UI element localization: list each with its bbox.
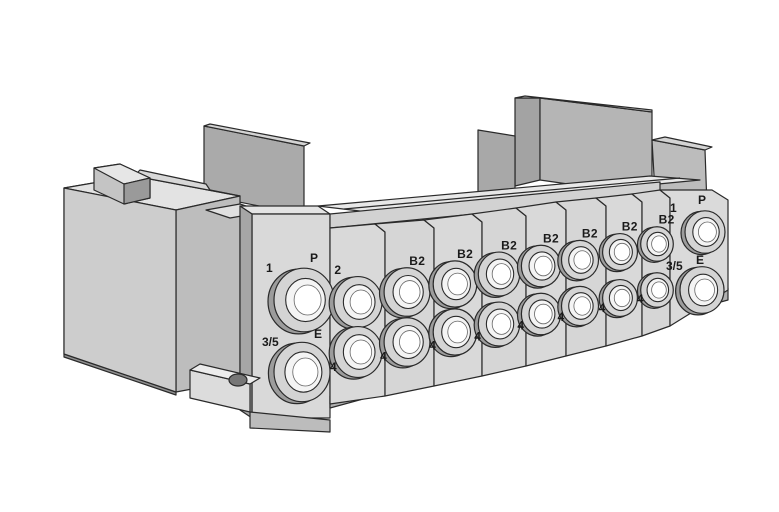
station-port-2-label: 2	[668, 213, 675, 227]
station-a-port-fitting	[516, 292, 562, 337]
station-port-4-label: 4	[599, 301, 606, 315]
station-b-letter: B	[457, 247, 466, 261]
station-b-letter: B	[543, 231, 552, 245]
right-supply-letter: P	[698, 193, 706, 207]
right-exhaust-fitting	[674, 266, 725, 316]
left-supply-letter: P	[310, 251, 318, 265]
station-a-port-fitting	[473, 301, 521, 348]
station-b-port-fitting	[598, 232, 638, 273]
station-port-4-label: 4	[330, 360, 337, 374]
left-supply-port-number: 1	[266, 261, 273, 275]
station-a-port-fitting	[428, 308, 478, 358]
right-supply-fitting	[680, 210, 726, 256]
station-a-port-fitting	[557, 285, 600, 328]
right-exhaust-port-number: 3/5	[666, 259, 683, 273]
station-port-4-label: 4	[637, 292, 644, 306]
station-port-2-label: 2	[510, 238, 517, 252]
station-port-4-label: 4	[558, 310, 565, 324]
station-port-4-label: 4	[517, 319, 524, 333]
left-exhaust-port-number: 3/5	[262, 335, 279, 349]
station-port-2-label: 2	[418, 254, 425, 268]
station-b-port-fitting	[328, 275, 383, 330]
station-b-letter: B	[622, 220, 631, 234]
station-top-rails	[317, 175, 701, 229]
station-port-2-label: 2	[466, 247, 473, 261]
station-port-2-label: 2	[552, 231, 559, 245]
station-port-2-label: 2	[334, 263, 341, 277]
station-port-4-label: 4	[429, 338, 436, 352]
station-b-port-fitting	[473, 251, 521, 298]
station-b-port-fitting	[557, 239, 600, 282]
station-b-letter: B	[582, 227, 591, 241]
station-b-letter: B	[409, 254, 418, 268]
station-port-4-label: 4	[474, 330, 481, 344]
station-a-port-fitting	[328, 325, 383, 380]
fitting-group	[267, 210, 726, 405]
station-b-letter: B	[659, 213, 668, 227]
station-b-port-fitting	[516, 244, 562, 289]
station-b-letter: B	[501, 238, 510, 252]
left-end-plate	[63, 163, 265, 396]
left-rear-wall	[203, 123, 311, 216]
station-b-port-fitting	[378, 267, 431, 319]
left-supply-fitting	[267, 267, 335, 335]
left-exhaust-letter: E	[314, 327, 322, 341]
station-port-2-label: 2	[631, 220, 638, 234]
station-a-port-fitting	[636, 272, 674, 310]
station-a-port-fitting	[598, 278, 638, 319]
station-b-port-fitting	[636, 226, 674, 264]
station-a-port-fitting	[378, 317, 431, 369]
left-exhaust-fitting	[267, 341, 331, 405]
station-port-2-label: 2	[591, 227, 598, 241]
right-supply-port-number: 1	[670, 201, 677, 215]
station-b-port-fitting	[428, 260, 478, 310]
station-port-4-label: 4	[380, 349, 387, 363]
right-exhaust-letter: E	[696, 253, 704, 267]
